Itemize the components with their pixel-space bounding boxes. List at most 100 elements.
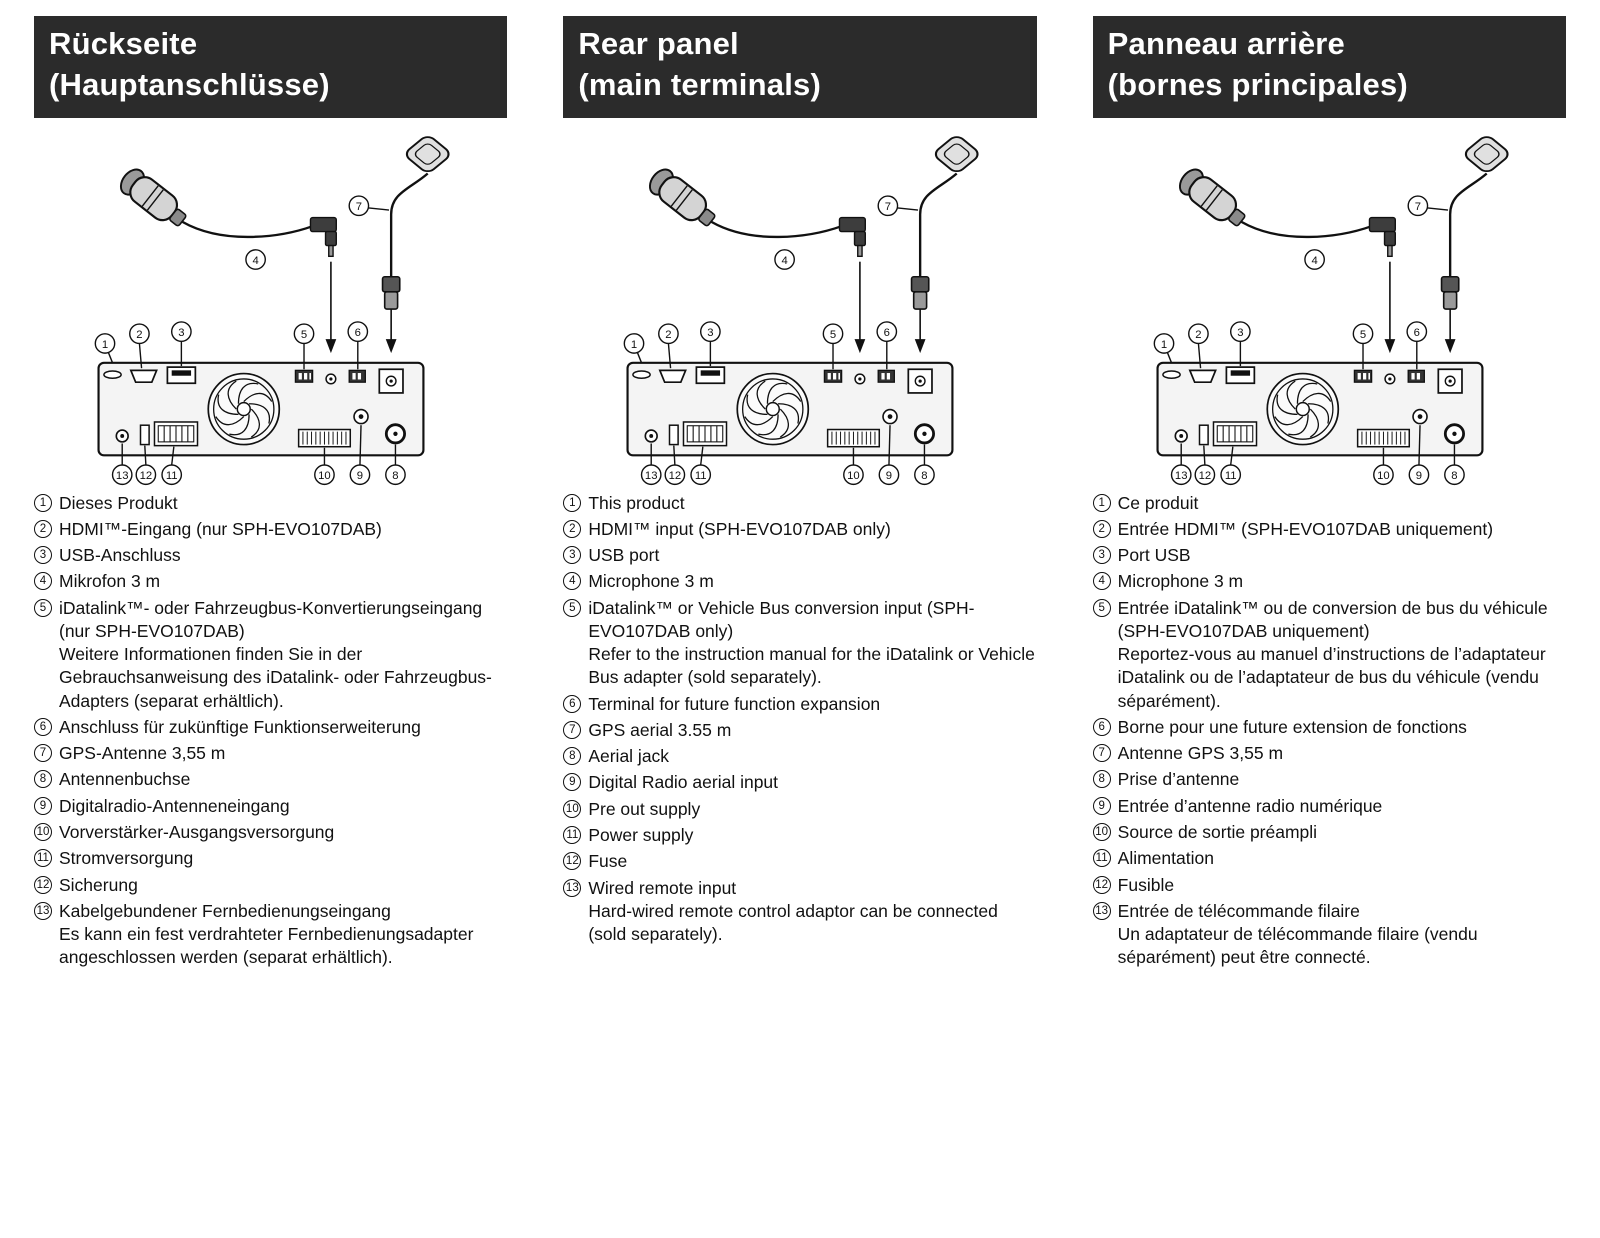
gps-antenna-icon (1440, 136, 1509, 353)
gps-cable-connector (1440, 275, 1460, 310)
item-number: 2 (1092, 519, 1111, 538)
item-number: 8 (34, 770, 52, 789)
callouts: 1 2 3 4 5 6 7 8 9 10 11 12 13 (1153, 195, 1465, 485)
item-number: 6 (34, 717, 52, 736)
expansion-port (877, 369, 896, 383)
item-number: 10 (563, 799, 582, 818)
item-number: 11 (1092, 849, 1111, 868)
svg-text:4: 4 (252, 255, 258, 267)
svg-text:1: 1 (1161, 339, 1167, 351)
callout-1: 1 (623, 332, 645, 363)
item-number: 12 (34, 875, 52, 894)
svg-text:7: 7 (1414, 201, 1420, 213)
callout-12: 12 (135, 445, 157, 485)
callout-9: 9 (349, 424, 371, 485)
svg-text:11: 11 (166, 470, 178, 482)
item-number: 11 (563, 826, 582, 845)
callout-10: 10 (314, 447, 335, 485)
item-number: 2 (563, 519, 582, 538)
gps-cable-connector (381, 275, 401, 310)
item-number: 4 (34, 572, 52, 591)
item-number: 5 (1092, 598, 1111, 617)
wired-remote-port (1174, 429, 1188, 443)
svg-text:3: 3 (178, 327, 184, 339)
head-unit-rear-panel (97, 361, 425, 457)
vent-slot (632, 370, 652, 379)
item-number: 10 (1092, 823, 1111, 842)
item-text: Terminal for future function expansion (588, 693, 881, 714)
svg-text:3: 3 (1237, 327, 1243, 339)
mic-input-port (325, 373, 337, 385)
svg-text:6: 6 (355, 327, 361, 339)
callout-4: 4 (1303, 248, 1325, 270)
item-number: 10 (34, 823, 52, 842)
svg-text:10: 10 (847, 470, 860, 482)
idatalink-port (824, 369, 843, 383)
mic-input-port (854, 373, 866, 385)
callout-6: 6 (876, 321, 898, 370)
callout-1: 1 (94, 332, 116, 363)
svg-text:9: 9 (886, 470, 892, 482)
callout-12: 12 (1194, 445, 1215, 485)
svg-text:1: 1 (102, 339, 108, 351)
callout-8: 8 (914, 444, 936, 485)
expansion-port (348, 369, 366, 383)
item-text: Entrée iDatalink™ ou de conversion de bu… (1118, 597, 1566, 713)
callout-8: 8 (1443, 444, 1465, 485)
down-arrow-icon (854, 338, 866, 353)
rear-panel-diagram-english: 1 2 3 4 5 6 7 8 9 10 11 12 13 (563, 124, 1036, 490)
item-number: 6 (563, 694, 582, 713)
svg-text:13: 13 (645, 470, 658, 482)
callout-11: 11 (690, 446, 712, 485)
section-title-line2: (Hauptanschlüsse) (49, 66, 330, 102)
svg-text:2: 2 (136, 329, 142, 341)
callout-5: 5 (1352, 323, 1374, 370)
mini-jack-plug-icon (309, 216, 337, 257)
usb-port (695, 366, 726, 384)
aerial-jack (1443, 423, 1465, 445)
svg-text:13: 13 (116, 470, 129, 482)
svg-text:11: 11 (695, 470, 707, 482)
svg-text:6: 6 (884, 327, 890, 339)
hdmi-port (129, 369, 158, 383)
callout-4: 4 (774, 248, 796, 270)
item-note: Refer to the instruction manual for the … (588, 644, 1035, 688)
section-title-line2: (bornes principales) (1107, 66, 1408, 102)
item-number: 13 (1092, 901, 1111, 920)
item-text: Dieses Produkt (59, 492, 178, 513)
item-note: Un adaptateur de télécommande filaire (v… (1117, 924, 1478, 968)
callout-10: 10 (1372, 447, 1394, 485)
item-number: 13 (563, 878, 582, 897)
callout-3: 3 (700, 321, 722, 366)
down-arrow-icon (385, 338, 397, 353)
wired-remote-port (644, 429, 659, 443)
item-text: Borne pour une future extension de fonct… (1117, 716, 1467, 737)
preout-connector (1356, 428, 1410, 448)
svg-text:4: 4 (1311, 255, 1317, 267)
callout-10: 10 (843, 447, 865, 485)
section-header-french: Panneau arrière (bornes principales) (1092, 16, 1566, 118)
gps-port (907, 368, 934, 394)
fan-icon (736, 372, 810, 446)
svg-text:3: 3 (708, 327, 714, 339)
gps-cable (919, 172, 958, 277)
callouts: 1 2 3 4 5 6 7 8 9 10 11 12 13 (623, 195, 936, 485)
mic-cable (181, 220, 314, 238)
callout-13: 13 (111, 443, 133, 485)
item-number: 9 (1092, 796, 1111, 815)
item-text: USB-Anschluss (59, 545, 181, 566)
